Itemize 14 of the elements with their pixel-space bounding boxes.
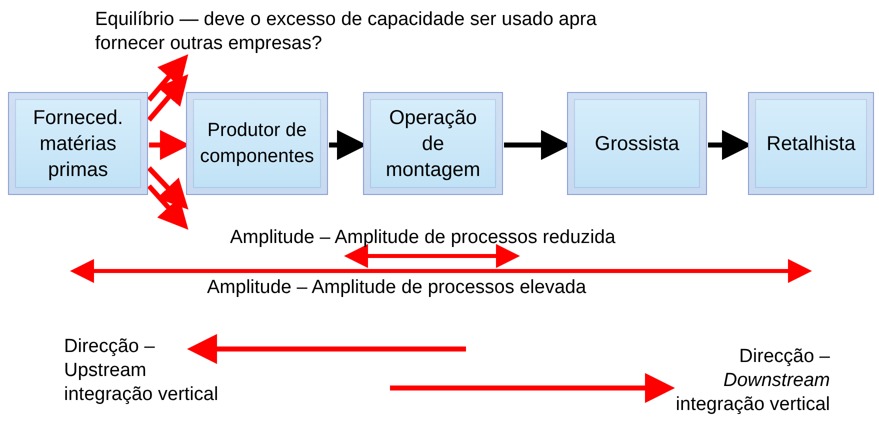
process-box: Operação de montagem xyxy=(363,92,503,195)
direction-label: Direcção – Downstream integração vertical xyxy=(674,345,830,417)
arrow xyxy=(147,184,188,230)
arrow xyxy=(147,54,188,102)
range-label: Amplitude – Amplitude de processos reduzida xyxy=(230,226,616,250)
process-box: Forneced. matérias primas xyxy=(8,92,148,195)
process-box: Retalhista xyxy=(748,92,874,195)
note-text: Equilíbrio — deve o excesso de capacidade ser usado apra fornecer outras empresas? xyxy=(95,8,598,56)
process-box: Produtor de componentes xyxy=(186,92,328,195)
arrow xyxy=(147,166,188,210)
direction-label: Direcção – Upstream integração vertical xyxy=(64,335,220,407)
process-box: Grossista xyxy=(567,92,707,195)
range-label: Amplitude – Amplitude de processos elevada xyxy=(207,276,586,300)
arrow xyxy=(147,74,188,122)
